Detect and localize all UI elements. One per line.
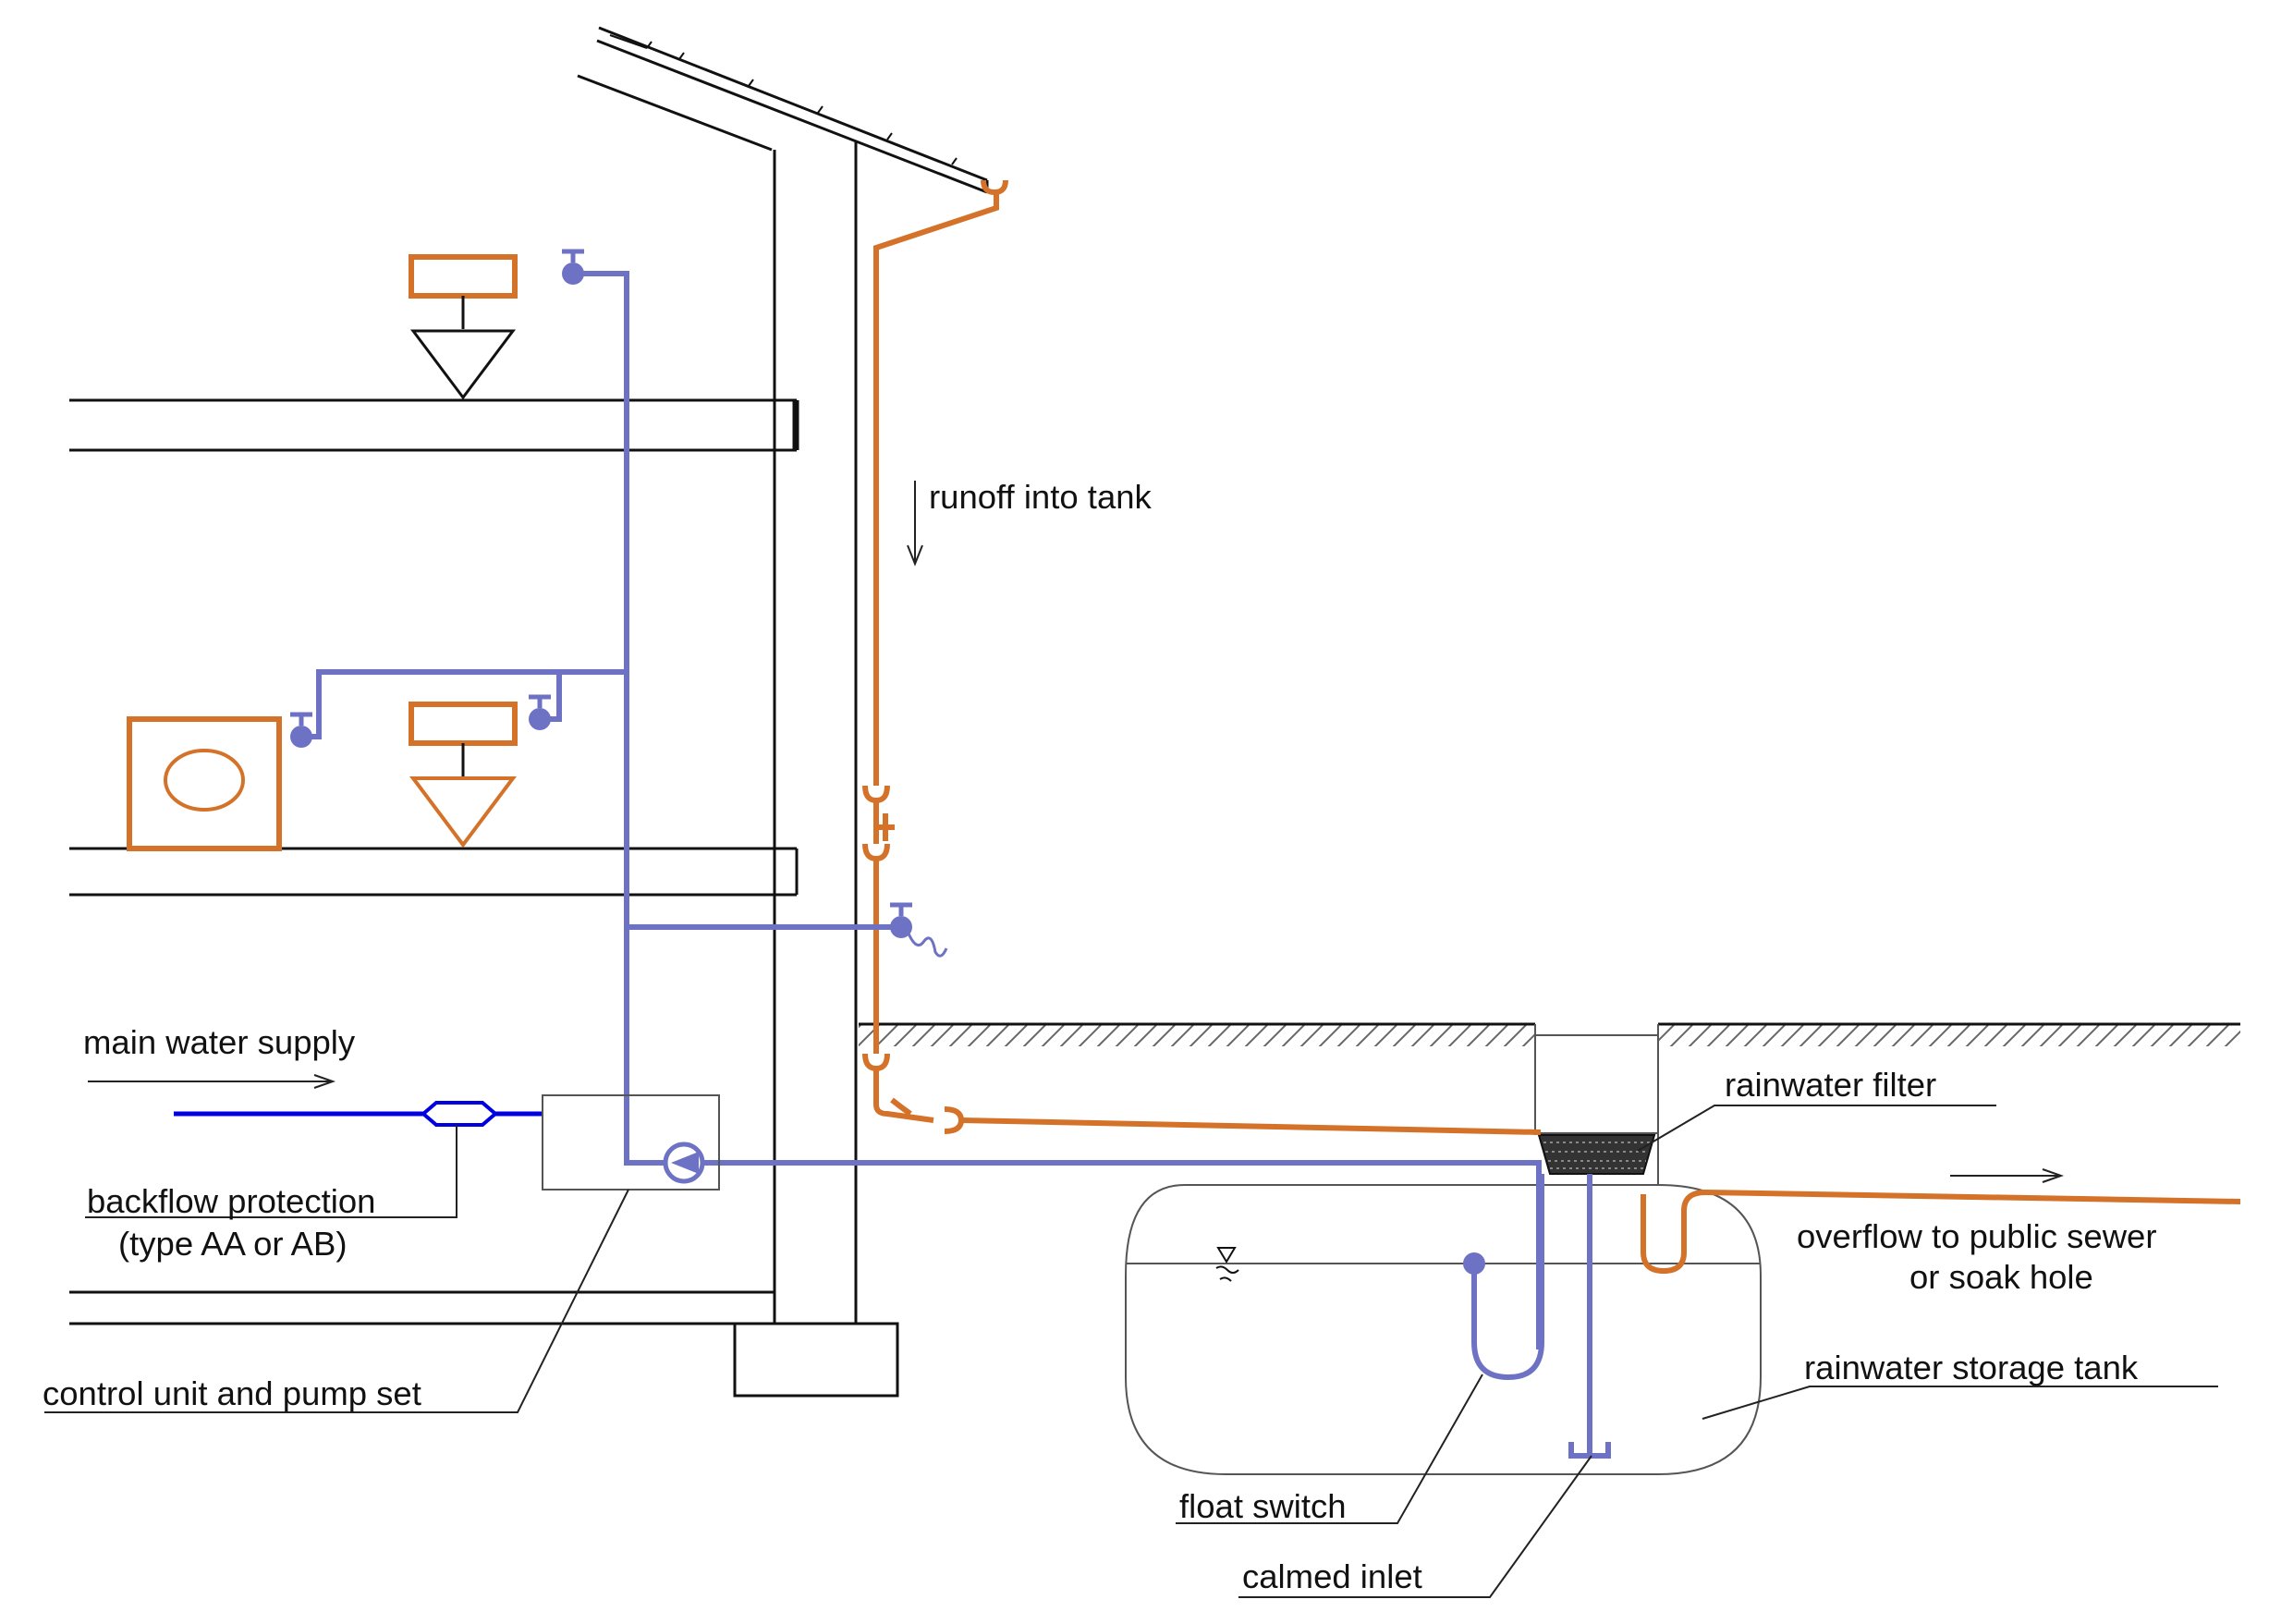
label-overflow-line2: or soak hole — [1909, 1258, 2093, 1296]
runoff-pipes — [862, 179, 2241, 1275]
calmed-inlet — [1568, 1174, 1611, 1459]
backflow-preventer-icon — [420, 1101, 499, 1127]
label-storage-tank: rainwater storage tank — [1804, 1349, 2139, 1386]
rainwater-storage-tank — [1125, 1184, 1762, 1475]
supply-pipes — [307, 271, 1611, 1459]
label-rainwater-filter: rainwater filter — [1725, 1066, 1936, 1104]
leader-lines — [44, 1105, 2218, 1598]
garden-tap-icon — [890, 902, 948, 958]
label-backflow-type: (type AA or AB) — [118, 1225, 348, 1263]
ground-hatch-right — [1658, 1024, 2240, 1046]
control-unit-box — [542, 1094, 720, 1191]
float-switch-icon — [1471, 1174, 1544, 1381]
label-runoff-into-tank: runoff into tank — [929, 478, 1153, 516]
upper-floor-slab — [69, 398, 799, 452]
building — [69, 26, 989, 1398]
water-level-icon — [1215, 1247, 1239, 1282]
label-backflow-protection: backflow protection — [87, 1182, 375, 1220]
label-overflow-line1: overflow to public sewer — [1797, 1217, 2157, 1255]
roof-tiles — [596, 26, 989, 194]
pump-icon — [663, 1142, 705, 1184]
label-control-unit: control unit and pump set — [43, 1374, 421, 1412]
valves — [290, 249, 1485, 1275]
ground — [859, 1022, 2240, 1046]
flow-arrows — [88, 481, 2065, 1183]
toilet-upper — [409, 254, 518, 400]
label-float-switch: float switch — [1179, 1487, 1347, 1525]
toilet-lower — [409, 702, 518, 849]
overflow-pipe — [1641, 1189, 2241, 1275]
filter-mesh-texture — [1543, 1142, 1651, 1169]
runoff-to-filter-pipe — [960, 1117, 1542, 1135]
toilet-cistern-icon — [409, 254, 518, 299]
filter-shaft — [1534, 1024, 1659, 1185]
label-main-water-supply: main water supply — [83, 1023, 356, 1061]
foundation — [733, 1322, 899, 1398]
label-calmed-inlet: calmed inlet — [1242, 1557, 1422, 1595]
middle-floor-slab — [69, 847, 799, 897]
toilet-cistern-icon — [409, 702, 518, 746]
ground-floor-slab — [69, 1290, 775, 1325]
filter-mesh-icon — [1537, 1134, 1656, 1175]
downpipe — [873, 192, 999, 786]
ground-hatch-left — [859, 1024, 1535, 1046]
washing-machine-icon — [127, 716, 282, 851]
roof-line — [577, 74, 773, 152]
